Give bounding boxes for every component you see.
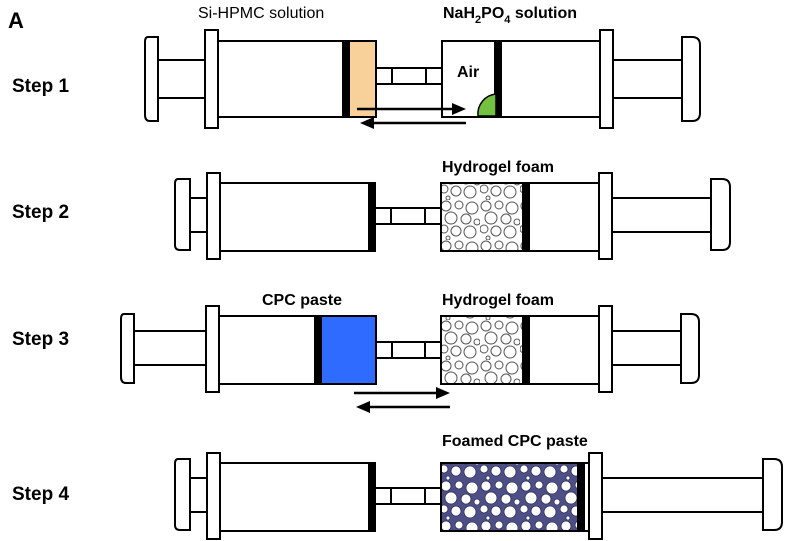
right-syringe-flange — [598, 172, 613, 260]
syringe-connector — [374, 207, 442, 225]
left-syringe-flange — [205, 305, 220, 393]
right-arrow-head — [436, 387, 450, 399]
left-arrow-head — [360, 117, 374, 129]
step-4-label: Step 4 — [12, 484, 69, 505]
foamed-cpc-paste-label: Foamed CPC paste — [442, 433, 588, 450]
hydrogel-foam-label: Hydrogel foam — [442, 159, 554, 176]
step-1-assembly — [144, 29, 701, 129]
right-syringe-thumb-cap — [710, 178, 731, 251]
left-arrow-head — [356, 401, 370, 413]
air-label: Air — [457, 64, 479, 81]
right-syringe-flange — [588, 452, 603, 540]
step-3-arrows — [354, 387, 450, 413]
right-syringe-plunger-rod — [611, 330, 682, 366]
cpc-paste-label: CPC paste — [262, 292, 342, 309]
right-syringe-plunger-seal — [522, 182, 530, 252]
syringe-connector — [375, 341, 442, 359]
step-3-assembly — [120, 305, 700, 393]
left-syringe-thumb-cap — [174, 178, 191, 251]
right-arrow-head — [452, 103, 466, 115]
step-1-label: Step 1 — [12, 76, 69, 97]
step-1-arrows — [357, 103, 466, 129]
left-syringe-flange — [206, 172, 221, 260]
left-syringe-plunger-rod — [157, 59, 206, 99]
hydrogel-foam-fill — [440, 315, 524, 385]
hydrogel-foam-fill — [440, 182, 524, 252]
step-2-label: Step 2 — [12, 202, 69, 223]
right-syringe-plunger-seal — [494, 40, 502, 118]
si-hpmc-solution-label: Si-HPMC solution — [198, 5, 324, 22]
syringe-connector — [375, 67, 443, 85]
nah2po4-solution-label: NaH2PO4 solution — [443, 5, 577, 26]
step-4-assembly — [174, 452, 783, 540]
left-syringe-thumb-cap — [174, 458, 191, 531]
right-syringe-plunger-rod — [601, 477, 764, 513]
step-3-label: Step 3 — [12, 329, 69, 350]
left-syringe-barrel — [219, 462, 376, 532]
right-syringe-thumb-cap — [680, 313, 700, 384]
right-syringe-flange — [598, 305, 613, 393]
air-pocket — [477, 93, 497, 117]
right-syringe-thumb-cap — [681, 36, 701, 122]
left-syringe-plunger-rod — [189, 477, 208, 513]
right-syringe-flange — [599, 29, 614, 129]
left-syringe-thumb-cap — [120, 313, 135, 384]
panel-label: A — [8, 8, 24, 33]
right-syringe-plunger-rod — [611, 197, 712, 233]
hydrogel-foam-label: Hydrogel foam — [442, 292, 554, 309]
right-syringe-thumb-cap — [762, 458, 783, 531]
left-syringe-plunger-rod — [133, 330, 207, 366]
right-syringe-plunger-seal — [522, 315, 530, 385]
left-syringe-thumb-cap — [144, 36, 159, 122]
left-syringe-plunger-rod — [189, 197, 208, 233]
foamed-cpc-paste-fill — [440, 462, 579, 532]
right-syringe-barrel — [441, 40, 601, 118]
left-syringe-flange — [204, 29, 219, 129]
step-2-assembly — [174, 172, 731, 260]
syringe-connector — [374, 487, 442, 505]
right-syringe-plunger-seal — [577, 462, 585, 532]
right-syringe-plunger-rod — [612, 59, 683, 99]
left-syringe-barrel — [219, 182, 376, 252]
cpc-paste-fill — [320, 315, 377, 385]
si-hpmc-solution-fill — [348, 40, 377, 118]
left-syringe-flange — [206, 452, 221, 540]
